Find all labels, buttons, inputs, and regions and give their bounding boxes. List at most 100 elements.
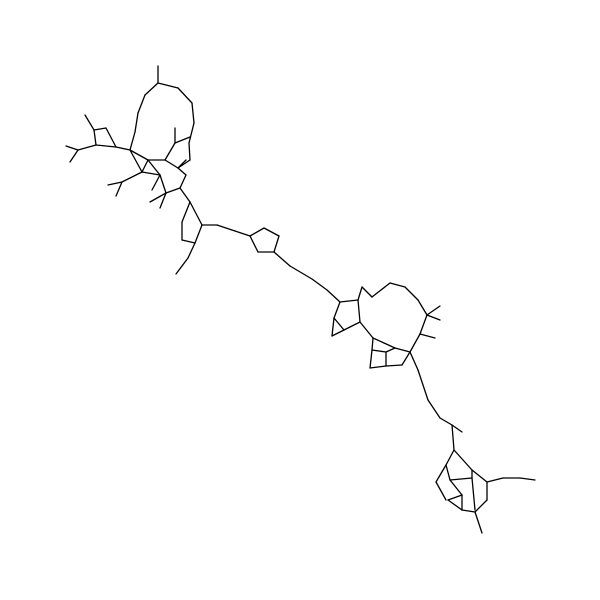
bond-64	[343, 321, 361, 331]
bond-85	[372, 337, 396, 349]
bond-4	[191, 102, 195, 124]
bond-87	[371, 349, 387, 353]
bond-24	[159, 174, 167, 194]
bond-14	[164, 142, 176, 161]
bond-101	[445, 464, 451, 481]
bond-110	[474, 511, 483, 534]
bond-78	[419, 333, 436, 339]
bond-61	[326, 289, 341, 303]
bond-80	[394, 347, 411, 353]
bond-5	[188, 122, 195, 144]
bond-29	[177, 167, 187, 176]
bond-75	[426, 305, 441, 316]
bond-69	[357, 286, 363, 301]
bond-50	[175, 257, 189, 275]
bond-59	[289, 265, 313, 280]
bond-9	[137, 94, 146, 114]
bond-51	[216, 224, 236, 232]
bond-67	[331, 317, 335, 337]
bond-34	[69, 149, 79, 163]
bond-98	[453, 449, 473, 471]
bond-72	[389, 282, 406, 288]
bond-102	[449, 479, 463, 496]
bond-25	[165, 187, 181, 194]
bond-97	[445, 449, 455, 466]
bond-84	[385, 347, 396, 353]
bond-31	[95, 144, 117, 148]
bond-79	[409, 333, 421, 353]
bond-62	[333, 301, 341, 319]
bond-18	[129, 149, 149, 161]
bond-39	[121, 171, 143, 183]
bond-63	[333, 317, 345, 331]
bond-22	[141, 171, 161, 176]
bond-107	[471, 477, 476, 511]
bond-2	[157, 82, 179, 89]
bond-23	[151, 174, 161, 191]
bond-106	[471, 469, 488, 483]
bond-103	[447, 494, 463, 501]
bond-26	[159, 192, 167, 209]
bond-3	[177, 87, 193, 104]
bond-68	[331, 329, 345, 337]
bond-65	[357, 299, 361, 323]
bond-100	[435, 481, 447, 501]
bond-35	[93, 129, 97, 146]
bond-37	[93, 127, 107, 131]
bond-36	[84, 114, 95, 131]
bond-46	[194, 224, 203, 244]
bond-71	[371, 282, 391, 298]
bond-15	[164, 159, 179, 169]
bond-10	[134, 112, 139, 133]
bond-21	[129, 149, 143, 173]
bond-11	[129, 131, 136, 151]
bond-66	[339, 299, 359, 303]
bond-55	[273, 235, 280, 253]
bond-27	[149, 192, 167, 203]
bond-92	[417, 369, 429, 401]
bond-73	[404, 286, 419, 301]
bond-94	[439, 417, 453, 426]
bond-42	[179, 187, 191, 203]
bond-109	[474, 499, 488, 513]
bond-99	[435, 464, 447, 483]
bond-16	[177, 159, 187, 169]
bond-86	[359, 321, 374, 339]
bond-89	[369, 365, 387, 369]
bond-91	[409, 351, 419, 371]
bond-19	[147, 159, 161, 176]
bond-60	[311, 278, 328, 291]
bond-114	[486, 477, 504, 483]
bond-54	[263, 227, 280, 237]
bond-93	[427, 399, 441, 419]
bond-40	[107, 181, 123, 186]
bond-74	[417, 299, 428, 316]
bond-81	[401, 351, 411, 366]
bond-33	[65, 145, 79, 151]
bond-76	[426, 314, 441, 321]
bond-104	[449, 477, 473, 481]
bond-82	[385, 364, 403, 367]
bond-6	[188, 142, 191, 161]
bond-45	[181, 239, 196, 244]
bond-112	[447, 499, 463, 511]
bond-95	[451, 424, 463, 433]
bond-20	[141, 159, 149, 173]
bond-90	[371, 337, 374, 351]
bond-43	[181, 201, 191, 223]
bond-30	[115, 146, 131, 151]
bond-88	[369, 349, 373, 369]
bond-49	[187, 242, 196, 259]
bond-53	[249, 227, 265, 237]
bond-111	[461, 509, 476, 513]
bond-13	[174, 136, 191, 144]
bond-70	[361, 286, 373, 298]
bond-96	[451, 424, 455, 451]
bond-lines	[65, 65, 536, 534]
bond-47	[189, 201, 203, 226]
bond-28	[179, 174, 187, 189]
bond-38	[105, 127, 117, 148]
bond-32	[77, 144, 97, 151]
bond-41	[115, 181, 123, 197]
